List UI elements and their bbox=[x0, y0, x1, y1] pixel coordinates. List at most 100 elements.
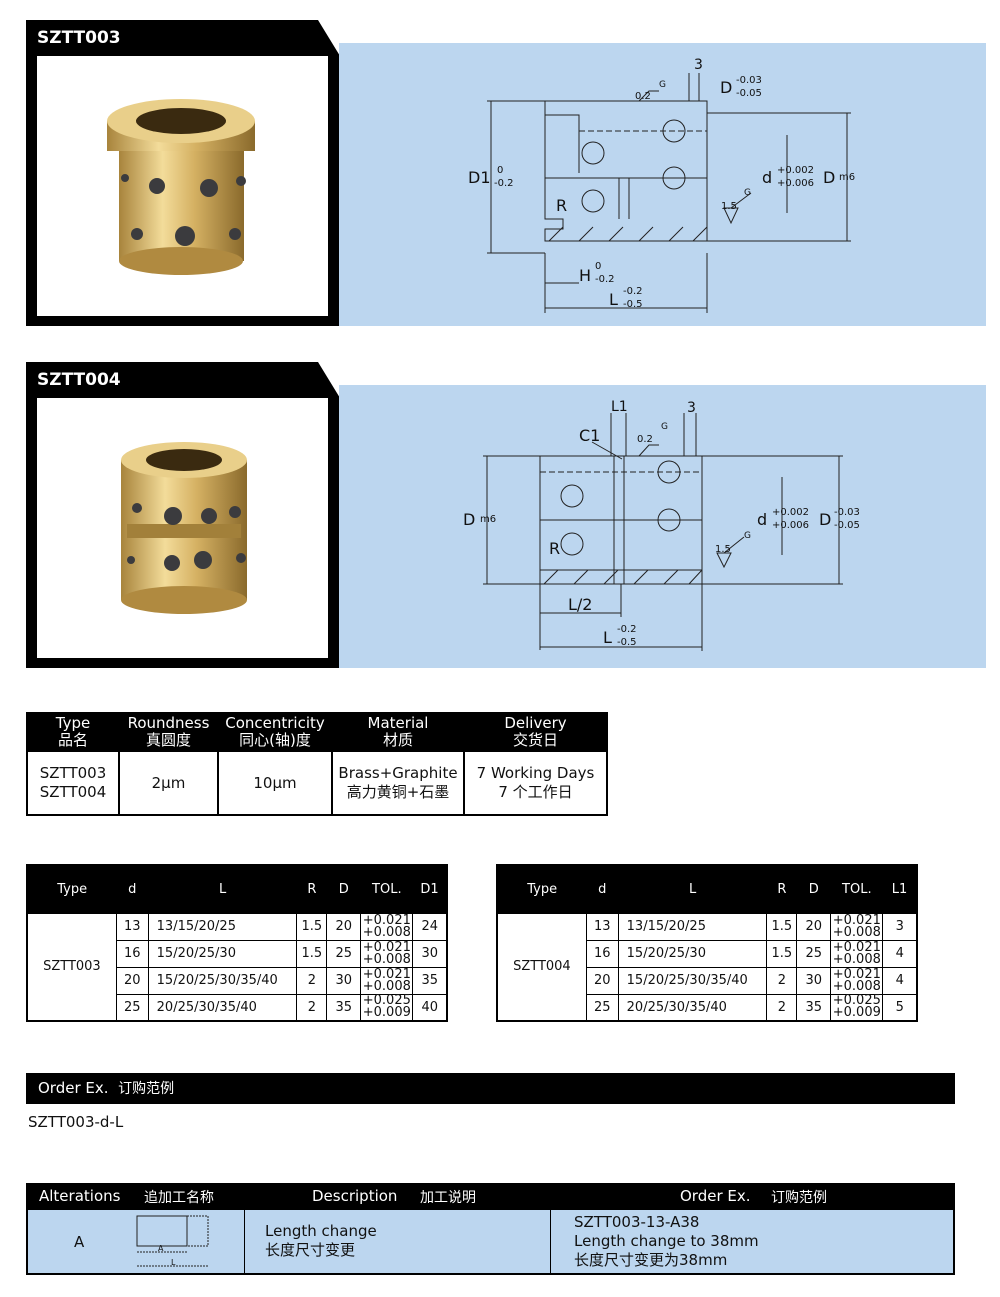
dim-R: R bbox=[556, 196, 567, 215]
l-cell: 13/15/20/25 bbox=[147, 912, 298, 941]
l-cell: 13/15/20/25 bbox=[617, 912, 768, 941]
drawing-panel-1: D1 0 -0.2 3 D -0.03 -0.05 0.2 G d +0.002… bbox=[339, 43, 986, 326]
tab-corner bbox=[318, 20, 340, 56]
tol: -0.05 bbox=[834, 520, 860, 531]
column-header: D1 bbox=[412, 865, 447, 913]
tol: -0.2 bbox=[617, 624, 637, 635]
roughness: 1.5 bbox=[715, 544, 731, 555]
last-cell: 3 bbox=[882, 912, 918, 941]
l-cell: 15/20/25/30 bbox=[147, 939, 298, 968]
d-cell: 16 bbox=[115, 939, 149, 968]
roughness: 1.5 bbox=[721, 201, 737, 212]
product-photo-szzt003 bbox=[37, 56, 328, 316]
D-cell: 35 bbox=[796, 993, 832, 1022]
column-header: L bbox=[618, 865, 767, 913]
d-cell: 25 bbox=[115, 993, 149, 1022]
d-cell: 20 bbox=[115, 966, 149, 995]
l-cell: 20/25/30/35/40 bbox=[617, 993, 768, 1022]
dim-d: d bbox=[762, 168, 772, 187]
tol: m6 bbox=[480, 514, 496, 525]
dim-L: L bbox=[603, 628, 612, 647]
tol-cell: +0.021+0.008 bbox=[830, 912, 884, 941]
tol: 0 bbox=[497, 165, 503, 176]
dim-3: 3 bbox=[687, 400, 696, 416]
drawing-panel-2: L1 C1 0.2 G 3 D m6 d +0.002 +0.006 D -0.… bbox=[339, 385, 986, 668]
tol-cell: +0.025+0.009 bbox=[830, 993, 884, 1022]
d-cell: 13 bbox=[585, 912, 619, 941]
column-header: Type bbox=[497, 865, 587, 913]
tol: -0.2 bbox=[623, 286, 643, 297]
d-cell: 16 bbox=[585, 939, 619, 968]
type-cell: SZTT003 bbox=[26, 912, 117, 1022]
r-cell: 2 bbox=[766, 966, 798, 995]
column-header: R bbox=[766, 865, 797, 913]
l-cell: 15/20/25/30/35/40 bbox=[147, 966, 298, 995]
tol: 0 bbox=[595, 261, 601, 272]
r-cell: 1.5 bbox=[296, 939, 328, 968]
column-header: d bbox=[116, 865, 149, 913]
D-cell: 30 bbox=[796, 966, 832, 995]
tol: +0.002 bbox=[777, 165, 814, 176]
column-header: L bbox=[148, 865, 297, 913]
r-cell: 2 bbox=[296, 993, 328, 1022]
D-cell: 30 bbox=[326, 966, 362, 995]
tol: +0.002 bbox=[772, 507, 809, 518]
tol: -0.2 bbox=[494, 178, 514, 189]
type-cell: SZTT004 bbox=[496, 912, 587, 1022]
dim-L1: L1 bbox=[611, 399, 628, 415]
tol: -0.05 bbox=[736, 88, 762, 99]
tol-cell: +0.025+0.009 bbox=[360, 993, 414, 1022]
column-header: D bbox=[796, 865, 831, 913]
dim-D: D bbox=[720, 78, 732, 97]
l-cell: 20/25/30/35/40 bbox=[147, 993, 298, 1022]
last-cell: 30 bbox=[412, 939, 448, 968]
last-cell: 5 bbox=[882, 993, 918, 1022]
order-example-header: Order Ex. 订购范例 bbox=[26, 1073, 955, 1104]
dim-C1: C1 bbox=[579, 426, 600, 445]
cell-concentricity: 10μm bbox=[217, 750, 333, 816]
last-cell: 4 bbox=[882, 966, 918, 995]
alteration-code: A bbox=[74, 1233, 85, 1251]
tol-cell: +0.021+0.008 bbox=[830, 939, 884, 968]
tol: m6 bbox=[839, 172, 855, 183]
length-change-diagram: A L bbox=[136, 1215, 209, 1267]
last-cell: 40 bbox=[412, 993, 448, 1022]
bushing-flanged-image bbox=[107, 99, 255, 275]
tol: -0.03 bbox=[736, 75, 762, 86]
tol: -0.03 bbox=[834, 507, 860, 518]
table-row: 25 20/25/30/35/40 2 35 +0.025+0.009 5 bbox=[497, 993, 918, 1022]
roughness: 0.2 bbox=[637, 434, 653, 445]
tol: +0.006 bbox=[772, 520, 809, 531]
column-header: D bbox=[326, 865, 361, 913]
dim-R: R bbox=[549, 539, 560, 558]
dim-d: d bbox=[757, 510, 767, 529]
l-cell: 15/20/25/30/35/40 bbox=[617, 966, 768, 995]
g: G bbox=[744, 188, 751, 198]
r-cell: 1.5 bbox=[296, 912, 328, 941]
table-row: 25 20/25/30/35/40 2 35 +0.025+0.009 40 bbox=[27, 993, 448, 1022]
D-cell: 20 bbox=[796, 912, 832, 941]
tol: -0.5 bbox=[623, 299, 643, 310]
column-header: d bbox=[586, 865, 619, 913]
order-example-code: SZTT003-d-L bbox=[28, 1113, 124, 1131]
r-cell: 1.5 bbox=[766, 939, 798, 968]
l-cell: 15/20/25/30 bbox=[617, 939, 768, 968]
last-cell: 35 bbox=[412, 966, 448, 995]
column-header: TOL. bbox=[360, 865, 413, 913]
